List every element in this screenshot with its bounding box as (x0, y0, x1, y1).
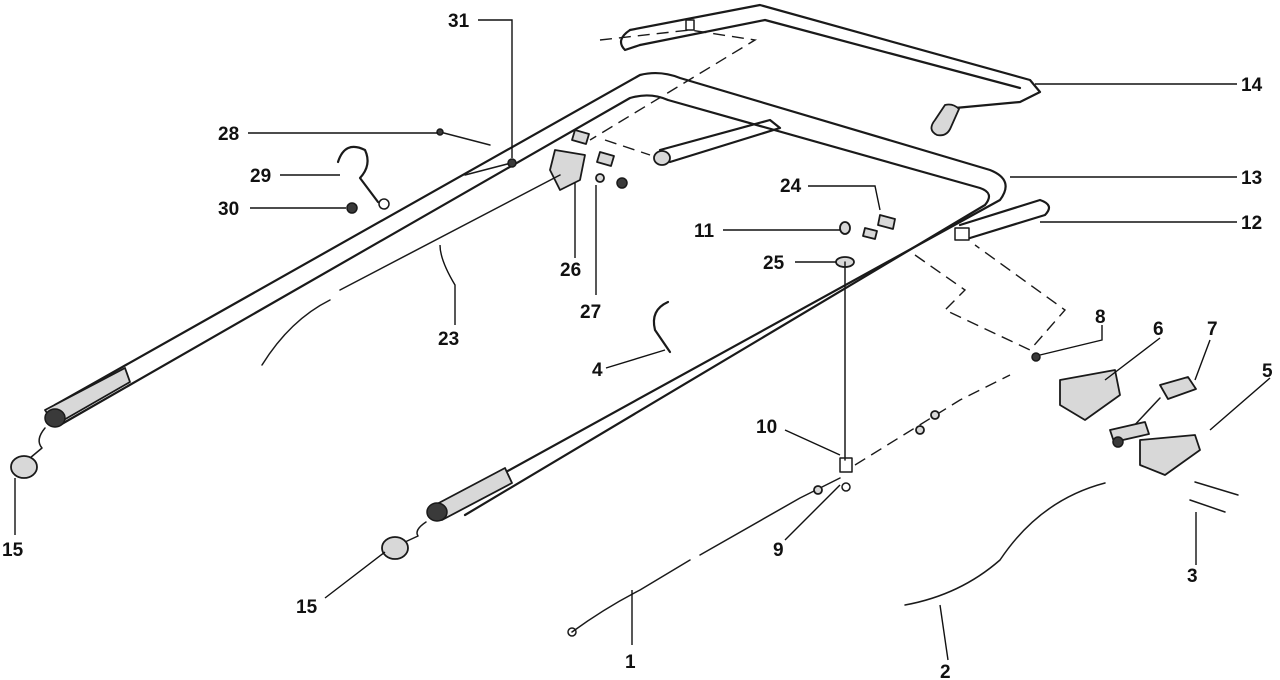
callout-11: 11 (694, 221, 715, 242)
callout-31: 31 (448, 11, 470, 32)
callout-24: 24 (780, 176, 802, 197)
callout-28: 28 (218, 124, 239, 145)
callout-labels: 31 28 29 30 26 27 23 24 11 25 4 10 9 14 … (2, 11, 1273, 680)
lower-bracket-part (954, 198, 1051, 241)
callout-8: 8 (1095, 307, 1106, 328)
callout-1: 1 (625, 652, 636, 673)
linkage-dash-lower (854, 374, 1011, 466)
callout-7: 7 (1207, 319, 1218, 340)
callout-2: 2 (940, 662, 951, 680)
cable-1-part (567, 477, 841, 637)
bolt-part (436, 128, 491, 146)
callout-23: 23 (438, 329, 459, 350)
callout-14: 14 (1241, 75, 1263, 96)
callout-27: 27 (580, 302, 601, 323)
callout-6: 6 (1153, 319, 1164, 340)
end-cap-left-part (10, 427, 46, 479)
control-bracket-part (549, 129, 628, 191)
callout-9: 9 (773, 540, 784, 561)
inner-arm-part (604, 118, 782, 166)
upper-handle-part (589, 3, 1042, 141)
cable-23-part (261, 174, 561, 366)
callout-5: 5 (1262, 361, 1273, 382)
callout-4: 4 (592, 360, 603, 381)
throttle-assembly-part (915, 352, 1239, 513)
cable-2-part (904, 482, 1106, 606)
callout-15-right: 15 (296, 597, 318, 618)
nut-part (346, 202, 358, 214)
callout-30: 30 (218, 199, 239, 220)
end-cap-right-part (381, 521, 427, 560)
callout-3: 3 (1187, 566, 1198, 587)
leader-lines (14, 19, 1271, 661)
linkage-dash (914, 244, 1067, 351)
main-handle-frame-part (44, 71, 1007, 522)
pin-part (464, 158, 517, 176)
fittings-part (835, 214, 896, 492)
callout-10: 10 (756, 417, 777, 438)
callout-26: 26 (560, 260, 581, 281)
cable-clip-part (652, 300, 672, 354)
callout-29: 29 (250, 166, 271, 187)
callout-13: 13 (1241, 168, 1262, 189)
callout-12: 12 (1241, 213, 1262, 234)
callout-15-left: 15 (2, 540, 24, 561)
cable-hook-part (336, 145, 390, 210)
callout-25: 25 (763, 253, 785, 274)
